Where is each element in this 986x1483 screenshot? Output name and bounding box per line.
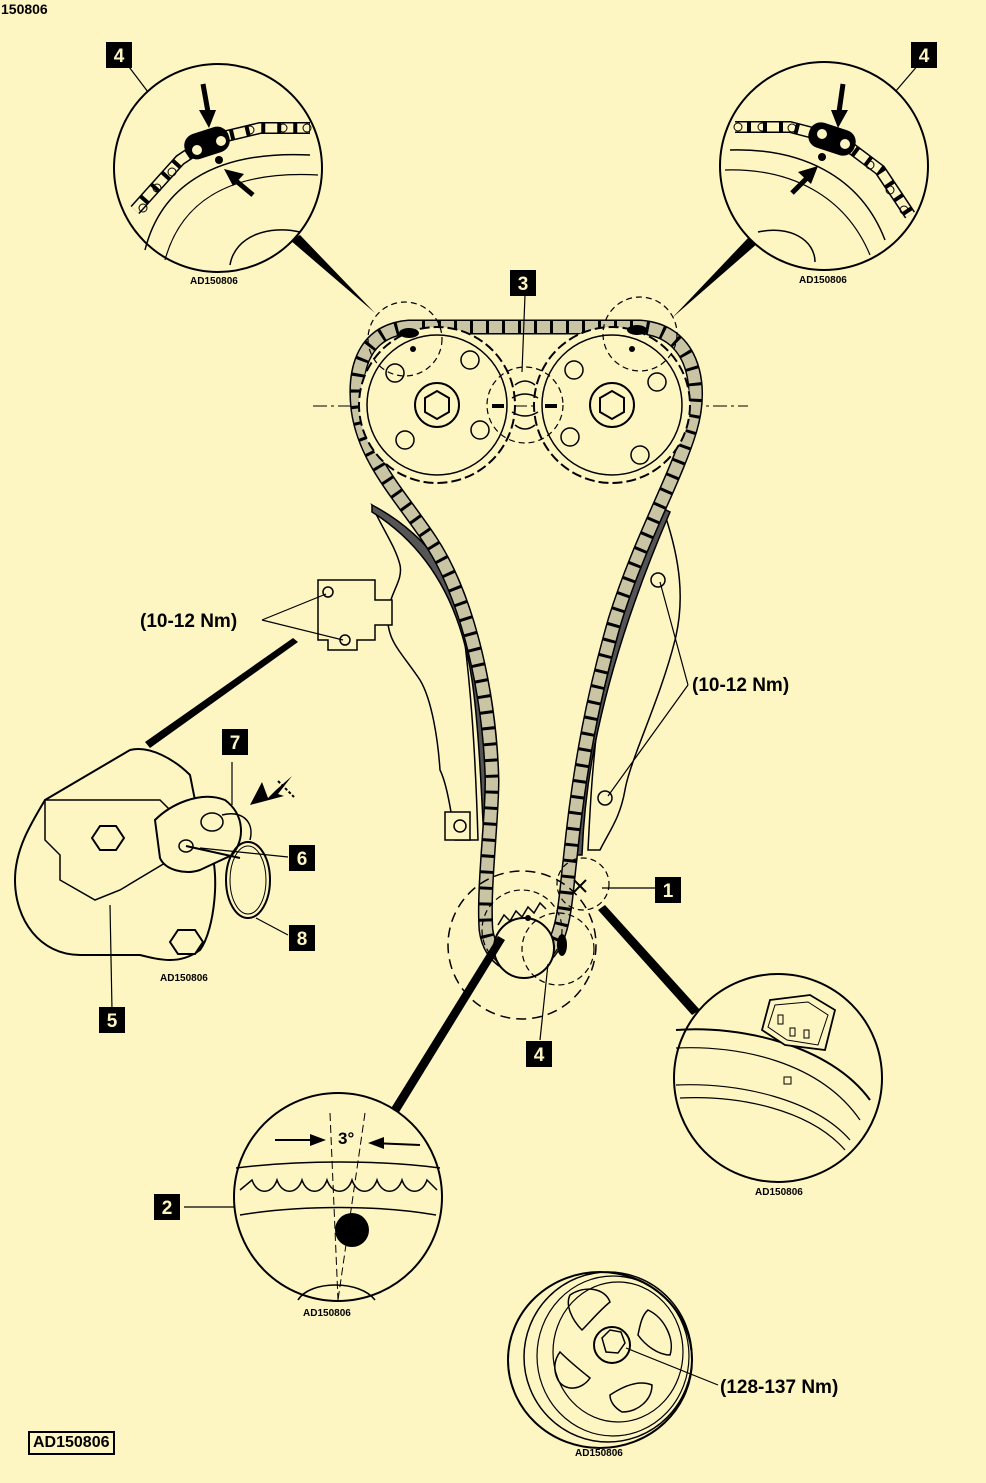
angle-label: 3° <box>338 1129 354 1148</box>
torque-leaders <box>184 581 689 1208</box>
left-cam-mark-circle <box>367 301 443 377</box>
ref-label-pulley: AD150806 <box>575 1448 623 1459</box>
right-cam-mark-circle <box>602 296 678 372</box>
top-left-detail <box>113 54 323 273</box>
svg-text:5: 5 <box>107 1011 118 1032</box>
crank-detail-leader <box>390 936 505 1114</box>
svg-text:1: 1 <box>663 881 674 902</box>
callout-box-2: 2 <box>154 1194 180 1220</box>
svg-text:6: 6 <box>297 849 308 870</box>
top-right-detail <box>719 56 929 271</box>
tensioner-upper <box>145 579 393 748</box>
callout-box-3: 3 <box>510 270 536 296</box>
ref-label-angle: AD150806 <box>303 1308 351 1319</box>
callout-box-6: 6 <box>289 845 315 871</box>
ref-label-top-right: AD150806 <box>799 275 847 286</box>
callout-box-5: 5 <box>99 1007 125 1033</box>
left-detail-leader <box>290 235 375 313</box>
right-camshaft-sprocket <box>533 326 691 484</box>
document-reference: AD150806 <box>28 1431 115 1455</box>
callout-box-8: 8 <box>289 925 315 951</box>
callout-box-7: 7 <box>222 729 248 755</box>
svg-text:4: 4 <box>919 46 930 67</box>
torque-label-guide: (10-12 Nm) <box>692 675 789 696</box>
timing-mark-detail <box>673 973 883 1183</box>
crank-angle-detail: 3° <box>233 1092 443 1302</box>
sprocket-mesh-marks <box>486 294 564 444</box>
svg-text:2: 2 <box>162 1198 173 1219</box>
svg-text:7: 7 <box>230 733 241 754</box>
tensioner-assembly <box>13 748 295 1011</box>
right-chain-guide <box>571 506 681 856</box>
svg-text:3: 3 <box>518 274 529 295</box>
left-camshaft-sprocket <box>358 326 516 484</box>
right-detail-leader <box>672 238 758 318</box>
callout-box-4-top-right: 4 <box>911 42 937 68</box>
torque-label-tensioner: (10-12 Nm) <box>140 611 237 632</box>
callout-box-4-crank: 4 <box>526 1041 552 1067</box>
svg-text:8: 8 <box>297 929 308 950</box>
ref-label-mark: AD150806 <box>755 1187 803 1198</box>
drawing-number: 150806 <box>1 1 48 17</box>
ref-label-top-left: AD150806 <box>190 276 238 287</box>
svg-text:4: 4 <box>114 46 125 67</box>
callout-box-4-top-left: 4 <box>106 42 132 68</box>
svg-text:4: 4 <box>534 1045 545 1066</box>
crankshaft-sprocket <box>447 857 610 1020</box>
crankshaft-pulley <box>507 1271 719 1449</box>
mark-detail-leader <box>598 905 700 1015</box>
callout-box-1: 1 <box>655 877 681 903</box>
torque-label-pulley: (128-137 Nm) <box>720 1377 838 1398</box>
ref-label-tensioner: AD150806 <box>160 973 208 984</box>
